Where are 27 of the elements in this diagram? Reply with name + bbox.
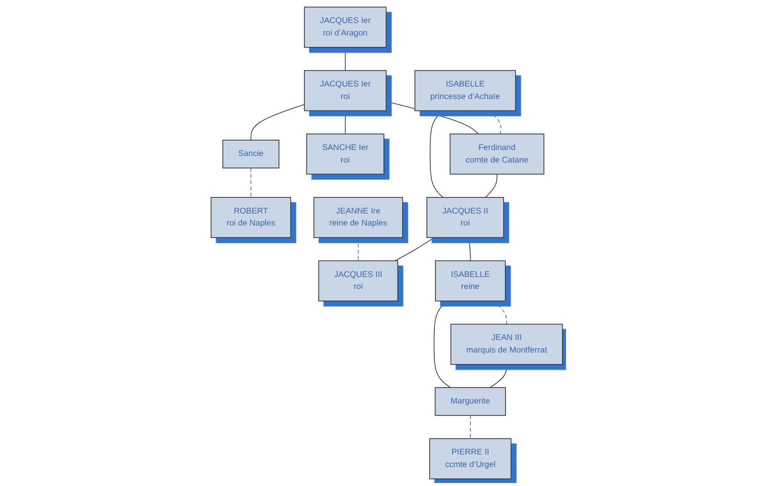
connector — [250, 168, 251, 198]
node-box: SANCHE Ier roi — [306, 134, 384, 175]
node-box: JACQUES Ier roi d’Aragon — [304, 6, 386, 48]
node-box: PIERRE II ccmte d’Urgel — [428, 438, 512, 480]
connector — [430, 110, 444, 198]
node-box: ROBERT roi de Naples — [210, 196, 291, 238]
node-box: JEANNE Ire reine de Naples — [313, 196, 403, 238]
connector — [490, 364, 507, 388]
node-box: JACQUES III roi — [318, 260, 398, 302]
node-box: JEAN III marquis de Montferrat — [450, 324, 563, 365]
node-box: Marguerite — [434, 387, 506, 416]
node-box: JACQUES Ier roi — [304, 70, 386, 112]
connector — [488, 110, 501, 134]
connector — [344, 47, 346, 71]
connector — [433, 300, 451, 388]
connector — [468, 237, 470, 262]
node-box: Sancie — [222, 140, 280, 168]
connector — [386, 100, 478, 134]
connector — [394, 237, 434, 262]
connector — [492, 300, 507, 325]
connector — [250, 104, 304, 140]
node-box: JACQUES II roi — [426, 196, 504, 238]
connector — [484, 174, 498, 198]
node-box: ISABELLE princesse d’Achaïe — [414, 70, 516, 112]
connector — [344, 110, 346, 134]
node-box: Ferdinand comte de Catane — [449, 134, 544, 175]
node-box: ISABELLE reine — [434, 260, 506, 302]
